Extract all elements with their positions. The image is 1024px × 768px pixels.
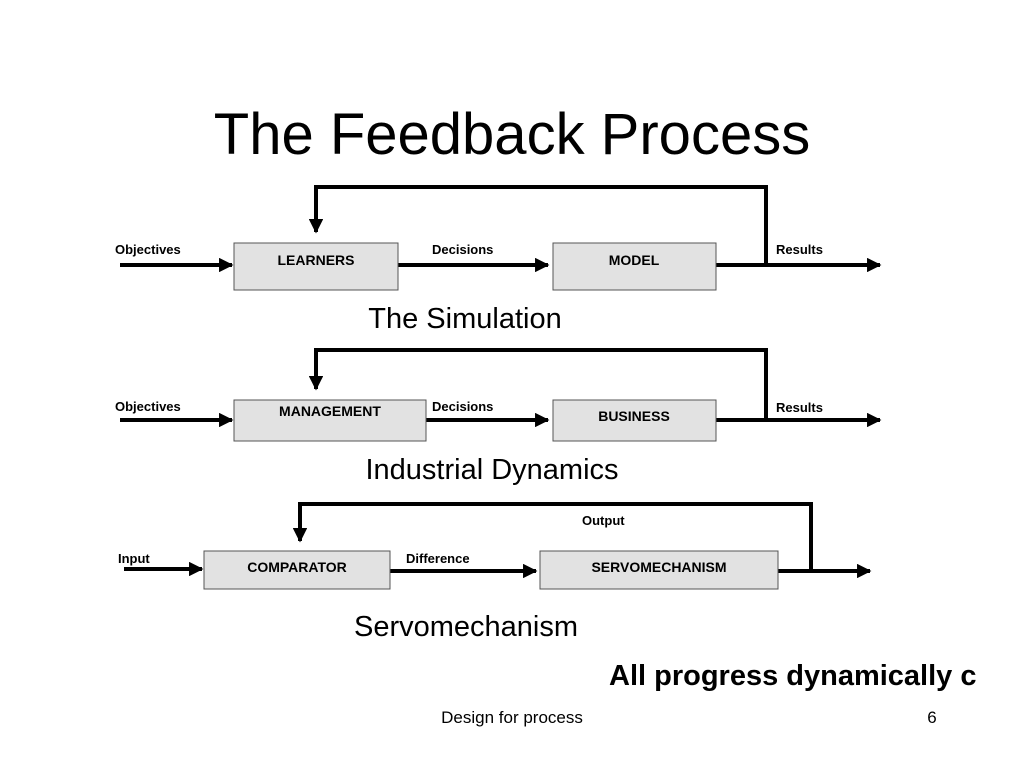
management-box: MANAGEMENT [233,399,427,442]
box-label: COMPARATOR [247,559,347,575]
output-label: Results [776,400,823,415]
box-label: BUSINESS [598,408,670,424]
footer-text: Design for process [441,708,583,727]
middle-label: Difference [406,551,470,566]
input-label: Objectives [115,399,181,414]
middle-label: Decisions [432,399,493,414]
diagram-caption: Industrial Dynamics [365,454,618,486]
page-number: 6 [927,708,937,727]
diagram-servomechanism: COMPARATOR SERVOMECHANISM Input Differen… [118,502,872,643]
slide-title: The Feedback Process [213,102,811,167]
learners-box: LEARNERS [233,242,399,291]
servomechanism-box: SERVOMECHANISM [539,550,779,590]
output-label: Results [776,242,823,257]
middle-label: Decisions [432,242,493,257]
comparator-box: COMPARATOR [203,550,391,590]
business-box: BUSINESS [552,399,717,442]
diagram-industrial-dynamics: MANAGEMENT BUSINESS Objectives Decisions… [115,348,882,486]
feedback-loop-arrow [308,185,768,265]
box-label: LEARNERS [277,252,354,268]
model-box: MODEL [552,242,717,291]
input-label: Input [118,551,150,566]
feedback-loop-arrow [308,348,768,420]
diagram-caption: The Simulation [368,303,561,335]
diagram-simulation: LEARNERS MODEL Objectives Decisions Resu… [115,185,882,335]
box-label: MANAGEMENT [279,403,381,419]
box-label: SERVOMECHANISM [591,559,726,575]
diagram-caption: Servomechanism [354,611,578,643]
input-label: Objectives [115,242,181,257]
callout-text: All progress dynamically c [609,660,977,692]
output-label: Output [582,513,625,528]
feedback-loop-arrow [292,502,813,571]
box-label: MODEL [609,252,660,268]
